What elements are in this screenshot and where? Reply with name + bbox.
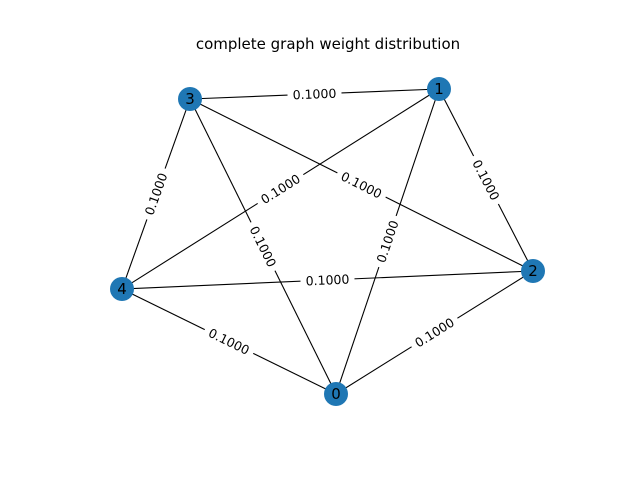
edge-label-background [201,322,257,361]
node-4: 4 [110,277,134,301]
edge-label-1-4: 0.1000 [253,167,308,211]
edge-label-1-2: 0.1000 [466,152,506,208]
node-label: 0 [331,385,341,403]
edge-label-0-2: 0.1000 [407,311,462,354]
edge-label-3-0: 0.1000 [243,218,283,275]
node-circle [178,87,202,111]
node-circle [324,382,348,406]
node-1: 1 [427,77,451,101]
edge-weight-label: 0.1000 [292,86,336,103]
node-circle [521,259,545,283]
edge-weight-label: 0.1000 [339,168,385,201]
edge-label-4-0: 0.1000 [201,322,257,361]
edges-layer [121,88,534,395]
edge-weight-label: 0.1000 [258,171,303,207]
node-label: 3 [185,90,195,108]
edge-label-background [371,213,404,270]
node-label: 1 [434,80,444,98]
node-circle [427,77,451,101]
edge-weight-label: 0.1000 [373,218,401,264]
edge-weight-label: 0.1000 [247,224,280,270]
edge-weight-label: 0.1000 [305,272,349,289]
edge-label-background [243,218,283,275]
edge-weight-label: 0.1000 [206,325,252,358]
edge-weight-label: 0.1000 [469,157,502,203]
node-label: 4 [117,280,127,298]
node-3: 3 [178,87,202,111]
edge-label-3-2: 0.1000 [333,165,390,205]
edge-label-background [466,152,506,208]
graph-title: complete graph weight distribution [196,35,460,53]
edge-label-1-0: 0.1000 [371,213,404,270]
edge-weight-label: 0.1000 [412,315,457,351]
node-0: 0 [324,382,348,406]
edge-label-background [253,167,308,211]
edge-label-3-4: 0.1000 [139,165,173,223]
edge-label-background [300,270,355,290]
edge-labels-layer: 0.1000 0.1000 0.1000 0.1000 0.1000 0.1000 0.10… [139,84,506,361]
node-circle [110,277,134,301]
edge-weight-label: 0.1000 [142,171,171,217]
node-label: 2 [528,262,538,280]
edge-label-background [287,84,342,104]
edge-label-4-2: 0.1000 [300,270,355,290]
edge-label-3-1: 0.1000 [287,84,342,104]
edge-label-background [407,311,462,354]
edge-label-background [139,165,173,223]
edge-label-background [333,165,390,205]
node-2: 2 [521,259,545,283]
nodes-layer: 0 1 2 3 4 [110,77,545,406]
